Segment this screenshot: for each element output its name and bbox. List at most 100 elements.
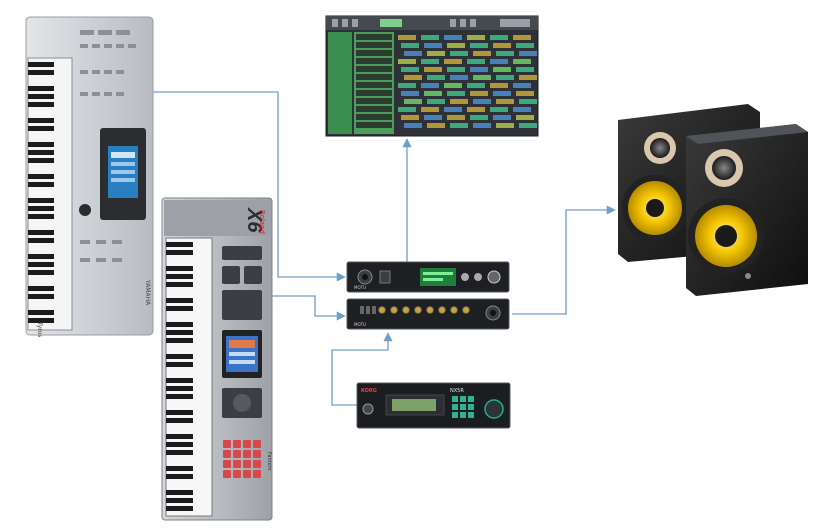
black-key [166,506,193,511]
black-key [166,354,193,359]
black-key [166,490,193,495]
track-clip [519,123,537,128]
black-key [166,474,193,479]
switch [360,306,364,314]
track-clip [513,35,531,40]
track-clip [516,115,534,120]
track-clip [490,107,508,112]
track-clip [444,107,462,112]
track-clip [427,51,445,56]
keyboard2-black-keys [166,242,193,511]
track-clip [496,123,514,128]
track-clip [496,75,514,80]
keyboard2-model: Fantom [266,452,272,471]
track-clip [450,99,468,104]
track-clip [424,91,442,96]
black-key [28,94,54,99]
sound-module-brand: KORG [361,388,377,394]
keyboard1-model: Tyros [36,321,43,337]
track-header [356,106,392,112]
track-clip [519,51,537,56]
track-clip [401,115,419,120]
track-clip [421,83,439,88]
track-clip [493,115,511,120]
sound-module-dial [484,399,504,419]
track-clip [467,59,485,64]
black-key [166,282,193,287]
track-clip [516,91,534,96]
black-key [28,286,54,291]
track-header [356,82,392,88]
black-key [166,362,193,367]
track-clip [467,107,485,112]
daw-tracks [356,34,537,128]
drum-pad [243,440,251,448]
track-clip [401,43,419,48]
switch [366,306,370,314]
drum-pad [243,450,251,458]
black-key [166,378,193,383]
track-clip [450,51,468,56]
track-clip [493,91,511,96]
black-key [166,306,193,311]
track-header [356,50,392,56]
drum-pad [253,450,261,458]
drum-pad [223,440,231,448]
drum-pad [233,470,241,478]
track-clip [427,123,445,128]
black-key [28,102,54,107]
black-key [166,338,193,343]
speaker-front [686,124,808,296]
track-clip [424,67,442,72]
black-key [28,158,54,163]
track-clip [470,91,488,96]
track-header [356,42,392,48]
sound-module-buttons [452,396,474,418]
jack [426,306,434,314]
track-clip [519,75,537,80]
track-clip [513,83,531,88]
track-clip [447,67,465,72]
keyboard2-badge: X6 [243,207,265,233]
module-button [452,404,458,410]
module-button [460,412,466,418]
keyboard1-brand: YAMAHA [144,279,151,306]
interface-bottom-jacks [360,306,470,314]
track-clip [401,67,419,72]
black-key [28,254,54,259]
module-button [468,404,474,410]
black-key [166,322,193,327]
studio-monitor-speakers [618,104,808,296]
module-button [468,396,474,402]
drum-pad [253,460,261,468]
daw-inspector [328,32,352,134]
track-clip [496,99,514,104]
jack [462,306,470,314]
audio-interface-top: MOTU [346,261,510,293]
track-clip [427,99,445,104]
black-key [28,174,54,179]
track-clip [398,83,416,88]
black-key [166,242,193,247]
keyboard1-black-keys [28,62,54,323]
track-clip [513,107,531,112]
track-clip [493,43,511,48]
black-key [166,250,193,255]
keyboard2-brand: Roland [258,210,266,234]
audio-interface-bottom: MOTU [346,298,510,330]
jack [414,306,422,314]
track-clip [444,59,462,64]
track-header [356,90,392,96]
black-key [28,118,54,123]
drum-pad [253,440,261,448]
track-clip [447,91,465,96]
interface-top-label: MOTU [354,285,366,290]
track-clip [473,75,491,80]
interface-bottom-label: MOTU [354,322,366,327]
drum-pad [223,470,231,478]
black-key [28,262,54,267]
track-clip [421,59,439,64]
track-clip [404,99,422,104]
module-button [460,396,466,402]
